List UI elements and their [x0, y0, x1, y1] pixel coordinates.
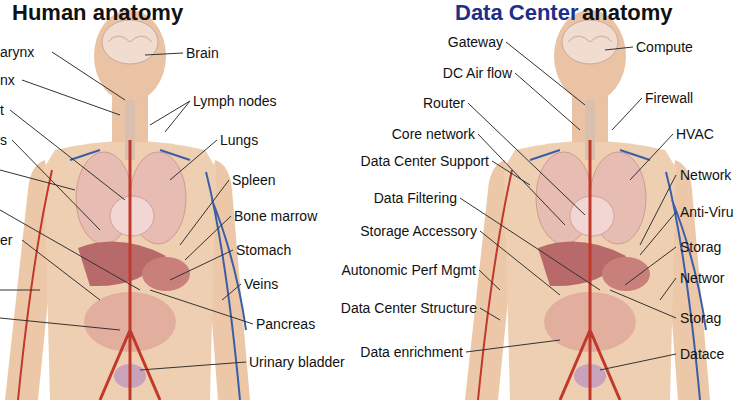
part-label: HVAC — [676, 125, 714, 143]
part-label: Networ — [680, 269, 724, 287]
part-label: Data Center Structure — [341, 299, 477, 317]
part-label: Stomach — [236, 241, 291, 259]
part-label: arynx — [0, 43, 34, 61]
part-label: Lungs — [220, 131, 258, 149]
part-label: Storag — [680, 238, 721, 256]
part-label: Lymph nodes — [193, 92, 277, 110]
heading: Data Center — [455, 0, 578, 26]
heading: anatomy — [582, 0, 672, 26]
part-label: Storag — [680, 309, 721, 327]
part-label: Pancreas — [256, 315, 315, 333]
heading: Human anatomy — [12, 0, 183, 26]
part-label: Brain — [186, 44, 219, 62]
part-label: Data Filtering — [374, 189, 457, 207]
part-label: Core network — [392, 125, 475, 143]
part-label: Spleen — [232, 171, 276, 189]
part-label: DC Air flow — [443, 64, 512, 82]
part-label: Data enrichment — [360, 343, 463, 361]
part-label: Datace — [680, 345, 724, 363]
part-label: Autonomic Perf Mgmt — [341, 261, 476, 279]
part-label: Firewall — [645, 89, 693, 107]
part-label: er — [0, 231, 12, 249]
part-label: Network — [680, 166, 731, 184]
part-label: Anti-Viru — [680, 203, 733, 221]
part-label: Urinary bladder — [249, 353, 345, 371]
part-label: Veins — [244, 275, 278, 293]
part-label: Data Center Support — [361, 152, 489, 170]
part-label: Compute — [636, 38, 693, 56]
part-label: Router — [423, 94, 465, 112]
part-label: Storage Accessory — [360, 222, 477, 240]
part-label: Gateway — [448, 33, 503, 51]
part-label: Bone marrow — [234, 207, 317, 225]
part-label: s — [0, 131, 7, 149]
part-label: t — [0, 101, 4, 119]
part-label: nx — [0, 71, 15, 89]
